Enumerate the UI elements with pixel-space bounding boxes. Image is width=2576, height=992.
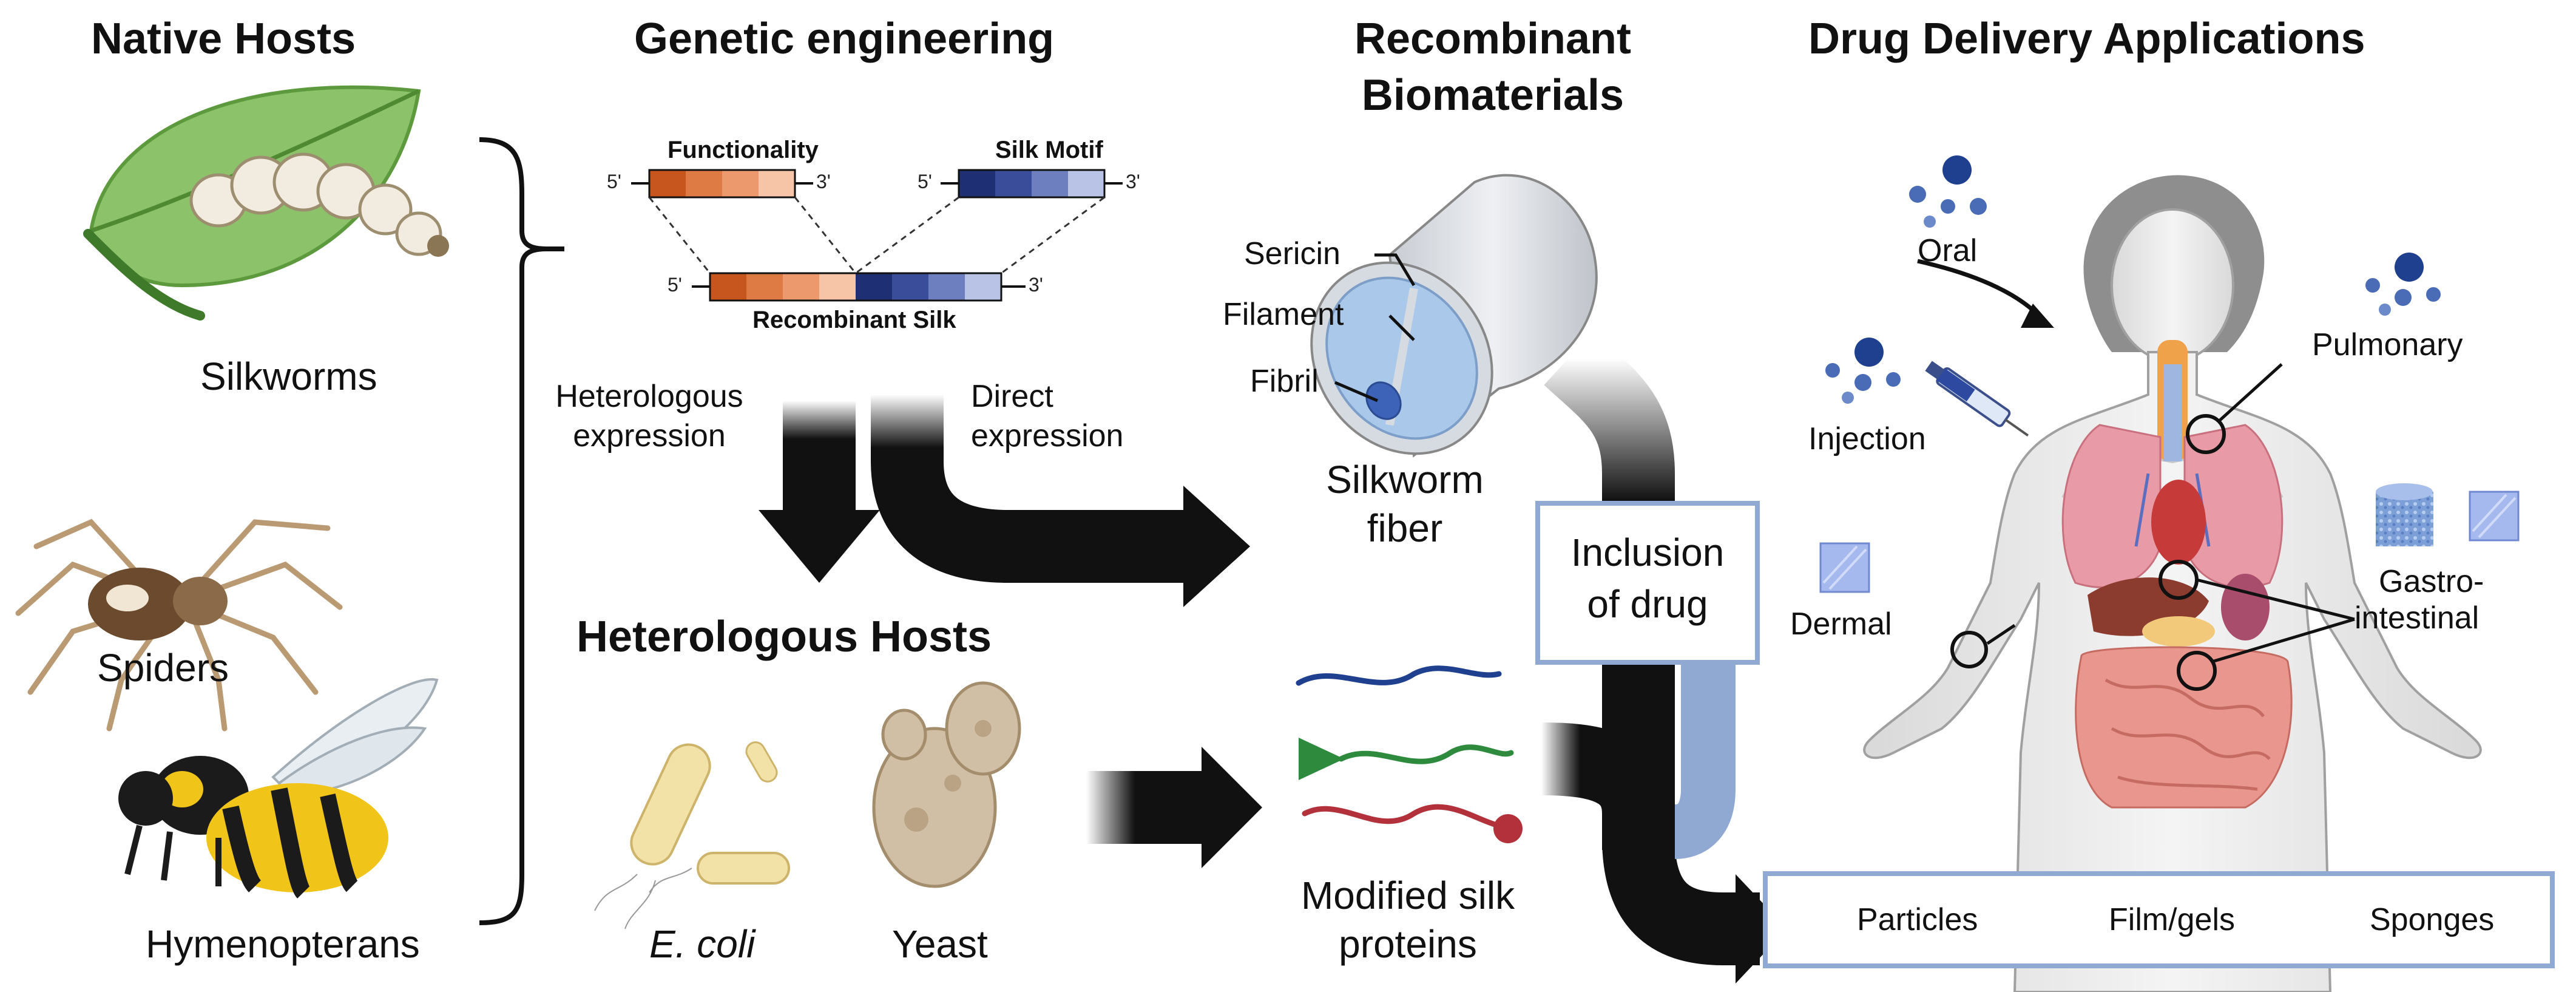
header-native-hosts: Native Hosts <box>91 15 356 63</box>
silkworm-illustration <box>189 152 449 257</box>
label-silkworm-fiber-2: fiber <box>1367 506 1443 550</box>
label-inclusion-1: Inclusion <box>1570 531 1725 574</box>
protein-wedge <box>1299 738 1344 780</box>
header-genetic-engineering: Genetic engineering <box>634 15 1055 63</box>
label-silkworm-fiber-1: Silkworm <box>1326 458 1484 501</box>
header-drug-delivery: Drug Delivery Applications <box>1808 15 2365 63</box>
gi-film-icon <box>2469 491 2520 542</box>
prime-5-functionality: 5' <box>607 171 621 192</box>
silk-motif-gene <box>941 169 1123 199</box>
heterologous-expression-arrow <box>759 401 880 583</box>
header-recombinant-line1: Recombinant <box>1354 15 1632 63</box>
label-heterologous-expression-1: Heterologous <box>555 379 743 414</box>
drug-pipe <box>1673 665 1736 859</box>
functionality-gene <box>631 169 813 199</box>
prime-3-motif: 3' <box>1126 171 1140 192</box>
hosts-to-proteins-arrow <box>1086 747 1262 868</box>
label-oral: Oral <box>1918 233 1978 268</box>
modified-protein-strands <box>1296 665 1514 829</box>
label-silkworms: Silkworms <box>200 355 377 398</box>
legend-label-sponges: Sponges <box>2370 902 2495 937</box>
label-inclusion-2: of drug <box>1587 582 1708 626</box>
direct-expression-arrow <box>871 395 1250 607</box>
prime-5-recombinant: 5' <box>668 274 682 296</box>
label-yeast: Yeast <box>892 922 988 966</box>
prime-3-recombinant: 3' <box>1029 274 1043 296</box>
oral-arrowhead <box>2021 304 2054 328</box>
protein-bead <box>1493 814 1523 843</box>
label-gastro-2: intestinal <box>2355 600 2480 636</box>
recombinant-silk-gene <box>692 272 1026 302</box>
leader-lines <box>1917 259 2355 664</box>
label-heterologous-expression-2: expression <box>573 418 726 454</box>
oral-particles <box>1909 155 1987 228</box>
label-silk-motif: Silk Motif <box>995 137 1103 163</box>
legend-box <box>1763 871 2555 968</box>
silkworm-fiber-illustration <box>1310 174 1598 458</box>
header-recombinant-line2: Biomaterials <box>1361 71 1624 120</box>
fiber-leader-lines <box>1334 253 1416 403</box>
syringe-icon <box>1925 361 2029 437</box>
prime-5-motif: 5' <box>918 171 932 192</box>
pulmonary-particles <box>2365 253 2441 316</box>
header-heterologous-hosts: Heterologous Hosts <box>576 613 992 661</box>
brace <box>479 137 547 925</box>
prime-3-functionality: 3' <box>816 171 831 192</box>
label-direct-expression-1: Direct <box>971 379 1053 414</box>
injection-particles <box>1825 338 1901 404</box>
wasp-illustration <box>118 678 439 899</box>
legend-label-particles: Particles <box>1857 902 1978 937</box>
ecoli-illustration <box>594 741 790 929</box>
organs-illustration <box>2061 340 2293 809</box>
label-injection: Injection <box>1808 421 1926 457</box>
label-recombinant-silk: Recombinant Silk <box>752 307 956 333</box>
proteins-pipe <box>1541 722 1675 850</box>
inclusion-of-drug-box <box>1535 501 1760 665</box>
dashed-connectors <box>648 196 1105 274</box>
final-arrowhead <box>1736 874 1787 984</box>
spider-body <box>88 568 228 640</box>
label-hymenopterans: Hymenopterans <box>146 922 420 966</box>
label-sericin: Sericin <box>1244 236 1340 271</box>
label-fibril: Fibril <box>1250 364 1319 399</box>
label-dermal: Dermal <box>1790 606 1892 642</box>
gi-sponge-icon <box>2376 483 2433 546</box>
label-filament: Filament <box>1223 297 1344 332</box>
label-modified-silk-2: proteins <box>1339 922 1477 966</box>
label-functionality: Functionality <box>668 137 819 163</box>
yeast-illustration <box>872 681 1021 888</box>
label-pulmonary: Pulmonary <box>2312 327 2463 362</box>
label-modified-silk-1: Modified silk <box>1300 874 1515 917</box>
label-direct-expression-2: expression <box>971 418 1124 454</box>
label-spiders: Spiders <box>97 646 229 690</box>
label-gastro-1: Gastro- <box>2379 564 2484 599</box>
label-ecoli: E. coli <box>649 922 756 966</box>
dermal-film-icon <box>1819 542 1870 593</box>
legend-label-film-gels: Film/gels <box>2109 902 2236 937</box>
